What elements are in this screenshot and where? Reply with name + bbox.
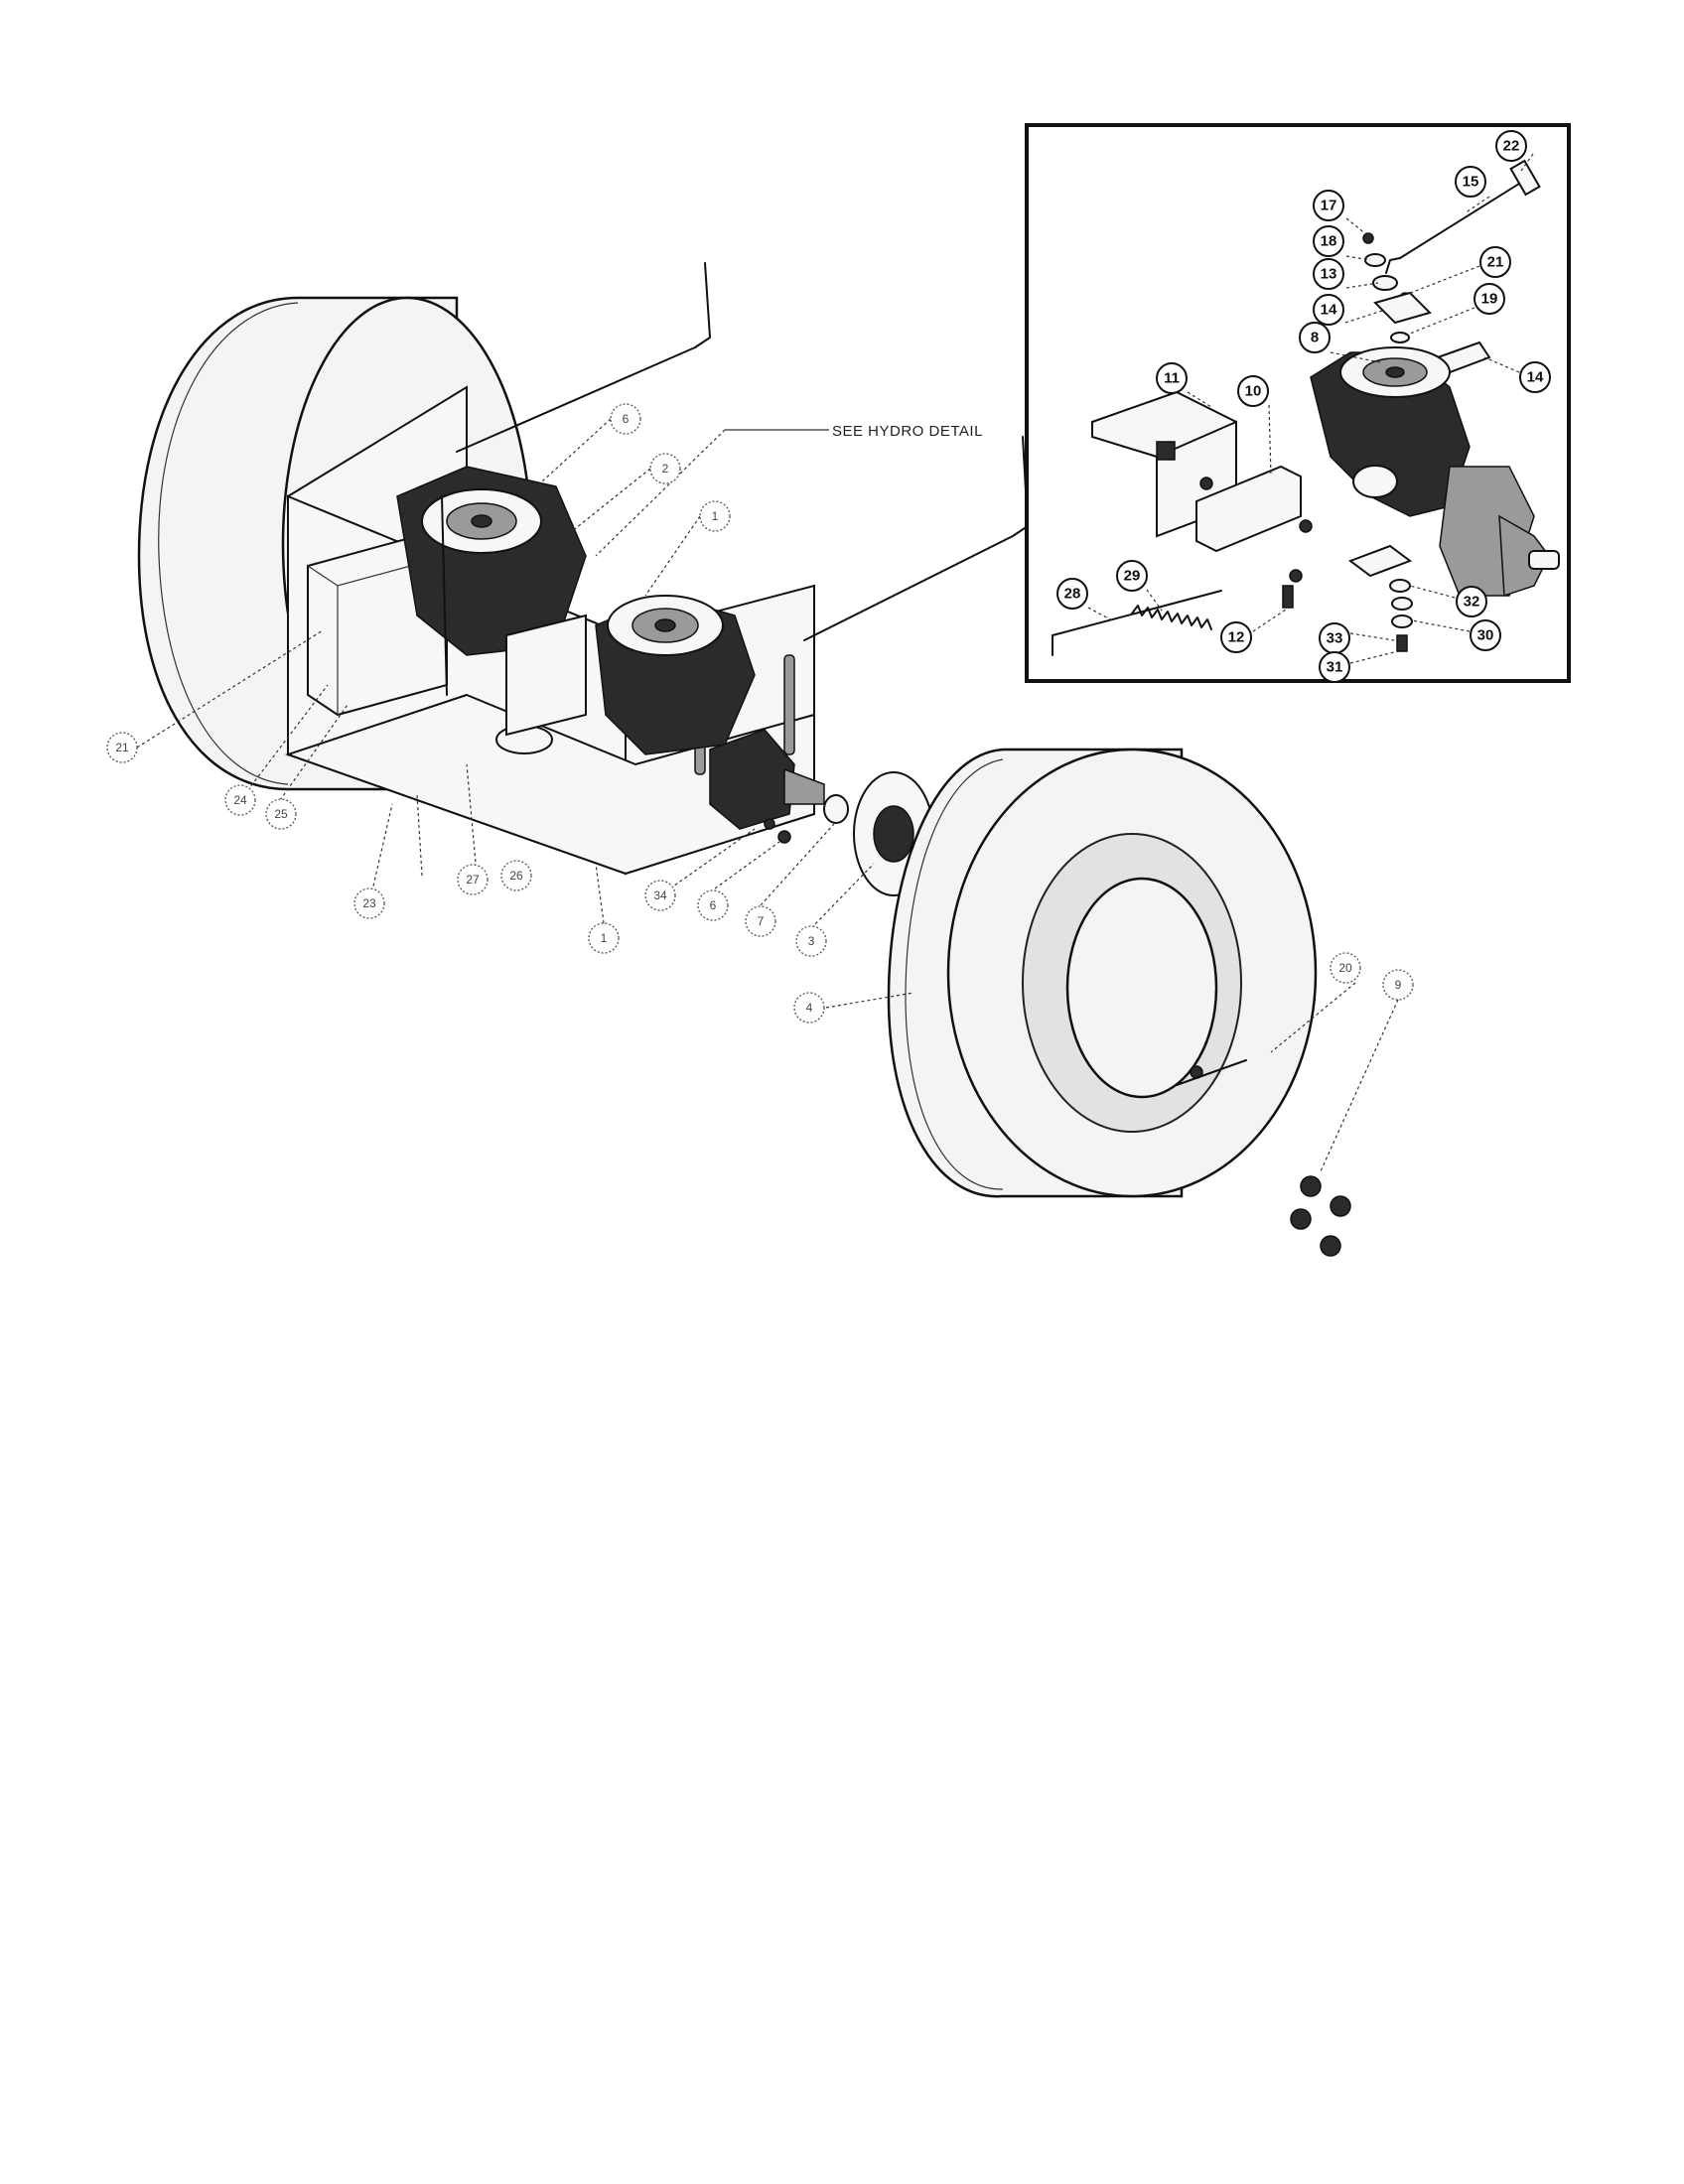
svg-text:3: 3: [808, 934, 815, 948]
svg-text:27: 27: [466, 873, 480, 887]
callout-main-m6: 25: [265, 798, 297, 830]
svg-text:28: 28: [1064, 586, 1081, 603]
svg-text:6: 6: [623, 412, 630, 426]
svg-text:22: 22: [1503, 138, 1520, 155]
callout-detail-d29: 29: [1116, 560, 1148, 592]
svg-text:21: 21: [1487, 254, 1504, 271]
svg-text:4: 4: [806, 1001, 813, 1015]
svg-text:8: 8: [1311, 330, 1319, 346]
callout-detail-d15: 15: [1455, 166, 1486, 198]
svg-text:12: 12: [1228, 629, 1245, 646]
callout-main-m13: 3: [795, 925, 827, 957]
main-leader-lines: [136, 418, 1399, 1172]
svg-text:14: 14: [1527, 369, 1544, 386]
callout-main-m8: 27: [457, 864, 489, 895]
svg-text:14: 14: [1321, 302, 1337, 319]
hydro-detail-note-text: SEE HYDRO DETAIL: [832, 423, 983, 440]
svg-text:29: 29: [1124, 568, 1141, 585]
callout-detail-d14b: 14: [1519, 361, 1551, 393]
callout-main-m5: 24: [224, 784, 256, 816]
svg-text:17: 17: [1321, 198, 1337, 214]
svg-text:30: 30: [1477, 627, 1494, 644]
right-transmission: [505, 595, 756, 755]
callout-main-m11: 6: [697, 889, 729, 921]
callout-detail-d28: 28: [1056, 578, 1088, 610]
callout-detail-d22: 22: [1495, 130, 1527, 162]
svg-text:1: 1: [712, 509, 719, 523]
svg-text:15: 15: [1463, 174, 1479, 191]
callout-main-m3: 1: [699, 500, 731, 532]
svg-text:19: 19: [1481, 291, 1498, 308]
callout-main-m1: 6: [610, 403, 641, 435]
callout-main-m7: 23: [353, 887, 385, 919]
callout-detail-d19: 19: [1474, 283, 1505, 315]
svg-text:9: 9: [1395, 978, 1402, 992]
callout-detail-d11: 11: [1156, 362, 1188, 394]
callout-detail-d33: 33: [1319, 622, 1350, 654]
svg-text:26: 26: [509, 869, 523, 883]
svg-text:20: 20: [1338, 961, 1352, 975]
svg-text:6: 6: [710, 898, 717, 912]
callout-detail-d10: 10: [1237, 375, 1269, 407]
callout-detail-d31: 31: [1319, 651, 1350, 683]
svg-text:21: 21: [115, 741, 129, 754]
right-tire: [887, 748, 1318, 1198]
svg-text:7: 7: [758, 914, 765, 928]
svg-text:24: 24: [233, 793, 247, 807]
callout-main-m17: 9: [1382, 969, 1414, 1001]
hydro-detail-inset: 22 15 17 18 13 21 14 19: [1025, 123, 1571, 683]
svg-text:11: 11: [1164, 370, 1180, 387]
callout-main-m2: 2: [649, 453, 681, 484]
callout-detail-d8: 8: [1299, 322, 1331, 353]
axle-hub: [709, 729, 934, 896]
callout-detail-d14a: 14: [1313, 294, 1344, 326]
lug-nuts: [1176, 1059, 1351, 1257]
callout-detail-d32: 32: [1456, 586, 1487, 617]
callout-main-m16: 20: [1330, 952, 1361, 984]
callout-main-m14: 1: [588, 922, 620, 954]
svg-text:33: 33: [1327, 630, 1343, 647]
svg-text:31: 31: [1327, 659, 1343, 676]
svg-text:2: 2: [662, 462, 669, 476]
svg-text:32: 32: [1464, 594, 1480, 611]
main-callouts: 6 2 1 21 24 25 23 27: [106, 403, 1414, 1024]
svg-text:1: 1: [601, 931, 608, 945]
callout-detail-d13: 13: [1313, 258, 1344, 290]
callout-detail-d18: 18: [1313, 225, 1344, 257]
callout-detail-d21: 21: [1479, 246, 1511, 278]
svg-text:34: 34: [653, 888, 667, 902]
svg-text:25: 25: [274, 807, 288, 821]
svg-text:10: 10: [1245, 383, 1262, 400]
callout-detail-d12: 12: [1220, 621, 1252, 653]
svg-text:18: 18: [1321, 233, 1337, 250]
callout-main-m10: 34: [644, 880, 676, 911]
callout-detail-d17: 17: [1313, 190, 1344, 221]
callout-main-m12: 7: [745, 905, 776, 937]
callout-main-m15: 4: [793, 992, 825, 1024]
hydro-detail-note: SEE HYDRO DETAIL: [725, 423, 983, 440]
svg-text:13: 13: [1321, 266, 1337, 283]
callout-main-m4: 21: [106, 732, 138, 763]
callout-detail-d30: 30: [1470, 619, 1501, 651]
callout-main-m9: 26: [500, 860, 532, 891]
svg-text:23: 23: [362, 896, 376, 910]
